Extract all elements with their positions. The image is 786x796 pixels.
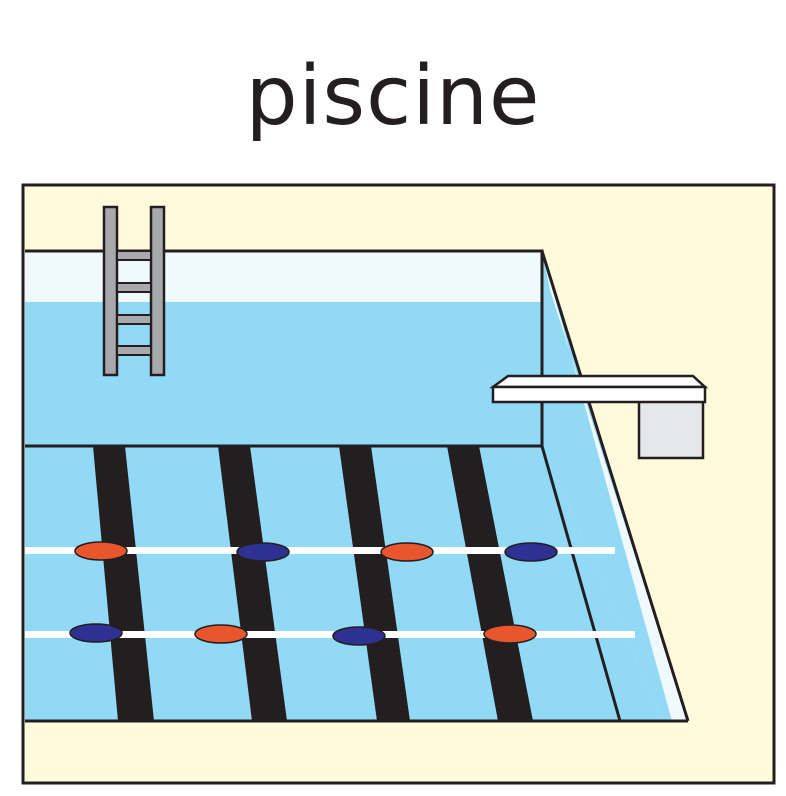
rope-float-blue: [504, 542, 558, 562]
rope-float-blue: [69, 623, 123, 643]
pool-outline: [25, 249, 544, 448]
lane-rope: [25, 631, 635, 638]
lane-line: [339, 446, 410, 721]
rope-float-blue: [236, 542, 290, 562]
diving-board-icon: [489, 374, 709, 460]
page-title: piscine: [245, 49, 541, 144]
rope-float-red: [380, 542, 434, 562]
pool-edge-line: [540, 445, 622, 722]
pool-back-wall: [25, 251, 542, 302]
lane-rope: [25, 547, 615, 554]
pool-water-back: [25, 302, 542, 446]
lane-line: [218, 446, 287, 721]
ladder-icon: [102, 205, 166, 377]
rope-float-red: [483, 624, 537, 644]
lane-line: [93, 446, 154, 721]
rope-float-blue: [332, 626, 386, 646]
rope-float-red: [194, 624, 248, 644]
pool-edge-line: [540, 250, 690, 722]
lane-line: [447, 446, 533, 721]
rope-float-red: [74, 541, 128, 561]
